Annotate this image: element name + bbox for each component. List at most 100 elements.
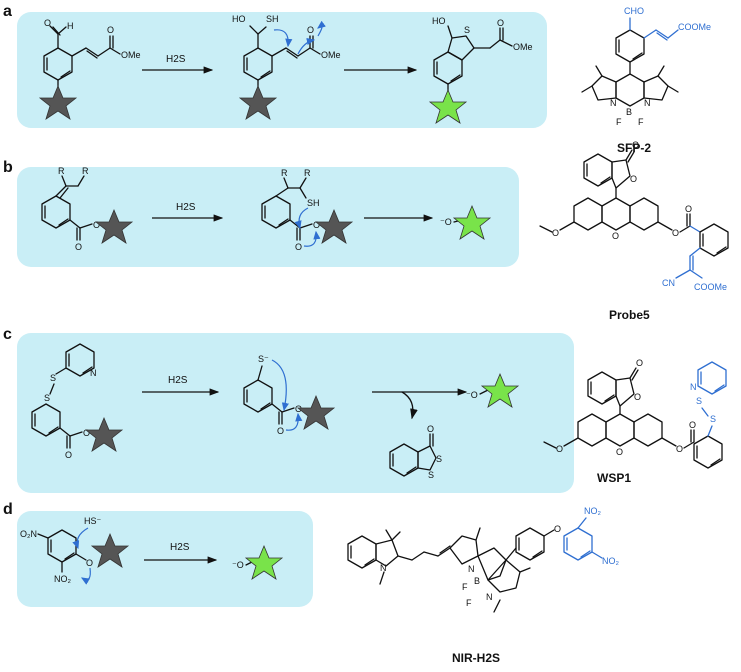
c-sminus: S⁻	[258, 354, 269, 364]
b-r3: R	[281, 168, 288, 178]
c-n-py: N	[690, 382, 697, 392]
c-o-top: O	[636, 358, 643, 368]
c-s-bt2: S	[428, 470, 434, 480]
panel-label-a: a	[3, 3, 12, 20]
a-cho: CHO	[624, 6, 644, 16]
panel-a-intermediate: HO SH O OMe	[232, 14, 341, 120]
a-sh1: SH	[266, 14, 279, 24]
a-o-prod: O	[497, 18, 504, 28]
a-o3: O	[307, 25, 314, 35]
d-b: B	[474, 576, 480, 586]
d-f1: F	[462, 582, 468, 592]
compound-name-sfp2: SFP-2	[617, 141, 651, 155]
c-s2: S	[44, 393, 50, 403]
nir-h2s-structure: N N B F F N O	[347, 506, 620, 613]
b-o-me: O	[552, 228, 559, 238]
fluorophore-star-quenched	[38, 84, 78, 120]
c-n1: N	[90, 368, 97, 378]
b-o-est2: O	[685, 204, 692, 214]
b-cn: CN	[662, 278, 675, 288]
compound-name-wsp1: WSP1	[597, 471, 631, 485]
panel-d-background	[17, 511, 313, 607]
b-ominus: ⁻O	[440, 217, 452, 227]
d-o-a: O	[86, 558, 93, 568]
panel-c: c N S S O O H2S	[3, 326, 727, 493]
b-o-xan: O	[612, 231, 619, 241]
b-o-lac: O	[630, 174, 637, 184]
benzodithiolone: O S S	[389, 424, 442, 480]
c-s1: S	[50, 373, 56, 383]
b-r4: R	[304, 168, 311, 178]
a-ome1: OMe	[121, 50, 141, 60]
c-o-me: O	[556, 444, 563, 454]
panel-c-reactant: N S S O O	[31, 343, 124, 460]
panel-label-b: b	[3, 159, 13, 176]
a-b: B	[626, 107, 632, 117]
c-s-a: S	[696, 396, 702, 406]
panel-a: a O H O OMe H2S	[3, 3, 711, 155]
a-ome3: OMe	[513, 42, 533, 52]
panel-b-background	[17, 167, 519, 267]
a-s1: S	[464, 25, 470, 35]
probe5-structure: O O O O O O CN COOMe	[539, 140, 729, 292]
panel-a-background	[17, 12, 547, 128]
fluorophore-star-fluorescent	[428, 88, 468, 124]
c-ominus: ⁻O	[466, 390, 478, 400]
c-o-lac: O	[634, 392, 641, 402]
panel-c-intermediate: S⁻ O O	[243, 354, 336, 436]
b-cooMe: COOMe	[694, 282, 727, 292]
d-n1: N	[468, 564, 475, 574]
c-s-b: S	[710, 414, 716, 424]
panel-label-c: c	[3, 326, 12, 343]
c-o2: O	[83, 428, 90, 438]
d-ominus: ⁻O	[232, 560, 244, 570]
d-hs: HS⁻	[84, 516, 102, 526]
a-ome2: OMe	[321, 50, 341, 60]
compound-name-nir-h2s: NIR-H2S	[452, 651, 500, 665]
a-o2: O	[107, 25, 114, 35]
a-n1: N	[610, 98, 617, 108]
a-f2: F	[638, 117, 644, 127]
c-o-est: O	[676, 444, 683, 454]
a-ho2: HO	[432, 16, 446, 26]
b-o-est: O	[672, 228, 679, 238]
a-f1: F	[616, 117, 622, 127]
c-o3: O	[277, 426, 284, 436]
b-r2: R	[82, 166, 89, 176]
panel-a-reactant: O H O OMe	[38, 18, 141, 120]
d-o2n-a: O₂N	[20, 529, 37, 539]
d-no2-top: NO₂	[584, 506, 602, 516]
c-o1: O	[65, 450, 72, 460]
a-h1: H	[67, 21, 74, 31]
b-o1: O	[75, 242, 82, 252]
c-o-est2: O	[689, 420, 696, 430]
c-o4: O	[295, 404, 302, 414]
d-reagent: H2S	[170, 542, 190, 553]
c-o-bt: O	[427, 424, 434, 434]
d-f2: F	[466, 598, 472, 608]
panel-d: d O₂N NO₂ O HS⁻ H2S ⁻O	[3, 501, 620, 665]
b-sh: SH	[307, 198, 320, 208]
c-s-bt1: S	[436, 454, 442, 464]
panel-b: b R R O O H2S	[3, 140, 729, 322]
panel-b-intermediate: R R SH O O	[261, 168, 354, 252]
sfp2-structure: CHO COOMe N N B F F	[581, 6, 711, 127]
panel-d-reactant: O₂N NO₂ O HS⁻	[20, 516, 130, 585]
b-o-top: O	[632, 140, 639, 150]
c-reagent: H2S	[168, 375, 188, 386]
b-o2: O	[93, 220, 100, 230]
d-no2-bot: NO₂	[602, 556, 620, 566]
b-o3: O	[295, 242, 302, 252]
c-o-xan: O	[616, 447, 623, 457]
panel-a-product: S HO O OMe	[428, 16, 533, 124]
a-cooMe-blue: COOMe	[678, 22, 711, 32]
a-n2: N	[644, 98, 651, 108]
a-o1: O	[44, 18, 51, 28]
panel-b-reactant: R R O O	[41, 166, 134, 252]
wsp1-structure: O O O O O O S S N	[543, 358, 727, 469]
d-no2-a: NO₂	[54, 574, 72, 584]
d-n-ind: N	[380, 563, 387, 573]
b-reagent: H2S	[176, 202, 196, 213]
panel-label-d: d	[3, 501, 13, 518]
